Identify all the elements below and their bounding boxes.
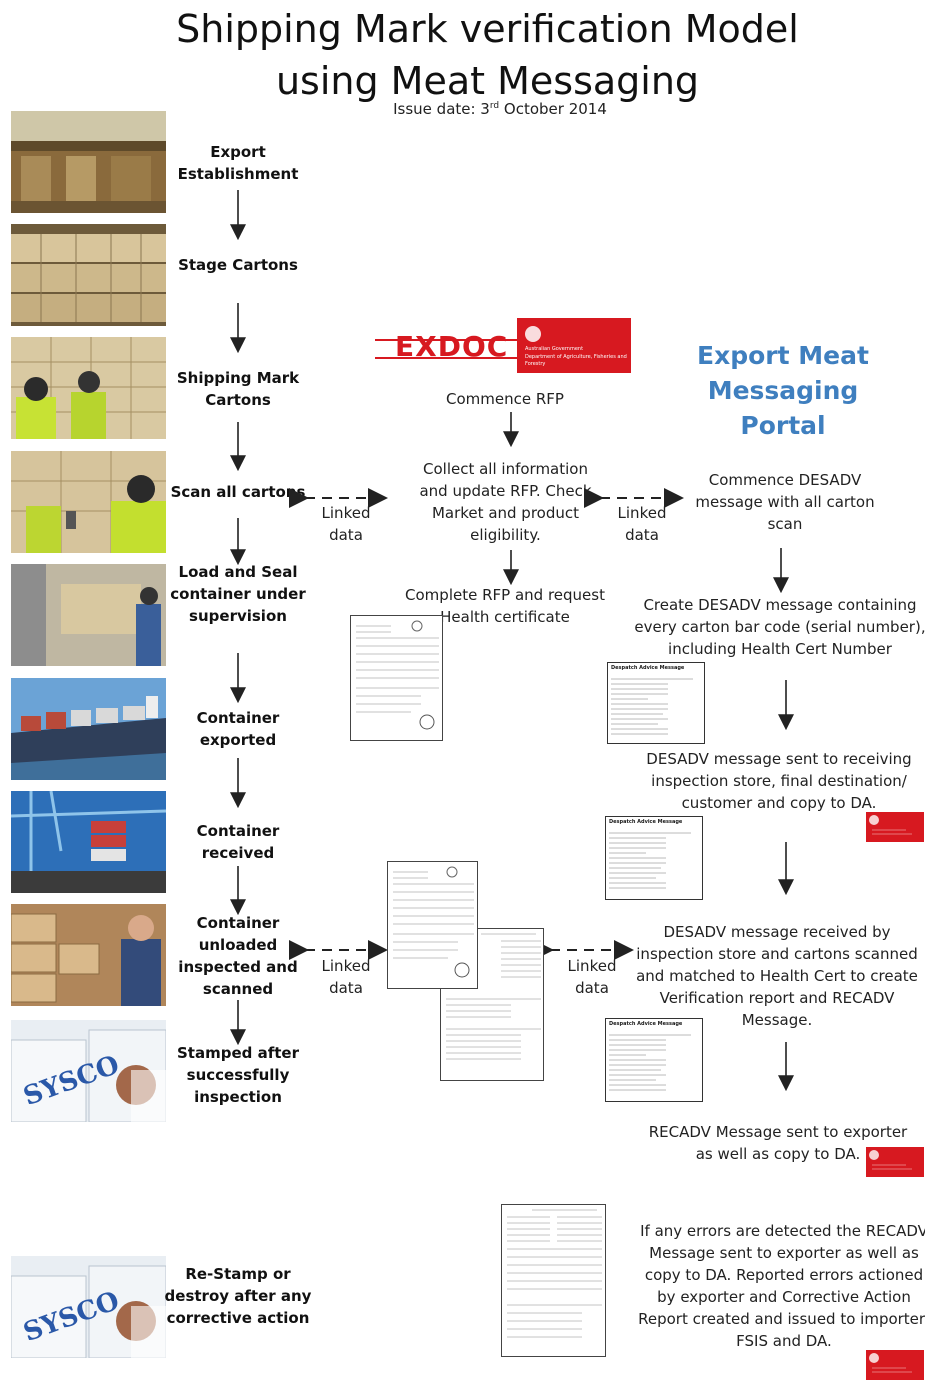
step-stamped: Stamped after successfully inspection xyxy=(177,1044,299,1106)
issue-date: Issue date: 3rd October 2014 xyxy=(393,100,607,118)
linked-data-label: Linked data xyxy=(321,504,371,544)
despatch-advice-title: Despatch Advice Message xyxy=(609,819,683,825)
gov-seal-icon xyxy=(866,1350,924,1380)
linked-data-label: Linked data xyxy=(617,504,667,544)
complete-rfp: Complete RFP and request Health certific… xyxy=(405,586,605,626)
step-restamp-or-destroy: Re-Stamp or destroy after any corrective… xyxy=(164,1265,312,1327)
step-container-received: Container received xyxy=(196,822,280,862)
linked-data-label: Linked data xyxy=(321,957,371,997)
exdoc-logo-text: EXDOC xyxy=(395,330,509,363)
step-container-exported: Container exported xyxy=(196,709,280,749)
step-container-unloaded: Container unloaded inspected and scanned xyxy=(178,914,298,998)
health-certificate-doc xyxy=(350,615,443,741)
create-desadv: Create DESADV message containing every c… xyxy=(634,596,925,658)
collect-info: Collect all information and update RFP. … xyxy=(419,460,592,544)
gov-seal-icon xyxy=(866,1147,924,1177)
scanning-cartons-photo xyxy=(11,451,166,553)
warehouse-photo xyxy=(11,111,166,213)
gov-line-1: Australian Government xyxy=(525,346,584,352)
linked-data-label: Linked data xyxy=(567,957,617,997)
errors-text: If any errors are detected the RECADV Me… xyxy=(638,1222,925,1350)
commence-desadv: Commence DESADV message with all carton … xyxy=(695,471,875,533)
container-ship-photo xyxy=(11,678,166,780)
restamp-carton-photo: SYSCO xyxy=(11,1256,166,1358)
step-shipping-mark-cartons: Shipping Mark Cartons xyxy=(176,369,300,409)
desadv-sent: DESADV message sent to receiving inspect… xyxy=(646,750,912,812)
marking-cartons-photo xyxy=(11,337,166,439)
despatch-advice-title: Despatch Advice Message xyxy=(609,1021,683,1027)
verification-report-doc xyxy=(440,928,544,1081)
portal-title: Export Meat Messaging Portal xyxy=(697,341,869,440)
page-subtitle: using Meat Messaging xyxy=(275,59,700,103)
page-title: Shipping Mark verification Model xyxy=(176,7,799,51)
gov-seal-icon xyxy=(866,812,924,842)
despatch-advice-doc: Despatch Advice Message xyxy=(607,662,705,744)
despatch-advice-doc: Despatch Advice Message xyxy=(605,816,703,900)
desadv-received: DESADV message received by inspection st… xyxy=(636,923,918,1029)
loading-container-photo xyxy=(11,564,166,666)
stacked-cartons-photo xyxy=(11,224,166,326)
despatch-advice-doc: Despatch Advice Message xyxy=(605,1018,703,1102)
inspection-store-photo xyxy=(11,904,166,1006)
commence-rfp: Commence RFP xyxy=(446,390,564,408)
corrective-action-report-doc xyxy=(501,1204,606,1357)
health-certificate-doc xyxy=(387,861,478,989)
step-stage-cartons: Stage Cartons xyxy=(178,256,298,274)
recadv-sent: RECADV Message sent to exporter as well … xyxy=(648,1123,908,1163)
gov-line-2: Department of Agriculture, Fisheries and… xyxy=(525,354,627,367)
port-crane-photo xyxy=(11,791,166,893)
exdoc-logo: EXDOC Australian Government Department o… xyxy=(375,318,631,373)
step-load-and-seal: Load and Seal container under supervisio… xyxy=(170,563,306,625)
despatch-advice-title: Despatch Advice Message xyxy=(611,665,685,671)
stamped-carton-photo: SYSCO xyxy=(11,1020,166,1122)
step-export-establishment: Export Establishment xyxy=(177,143,299,183)
step-scan-all-cartons: Scan all cartons xyxy=(170,483,306,501)
